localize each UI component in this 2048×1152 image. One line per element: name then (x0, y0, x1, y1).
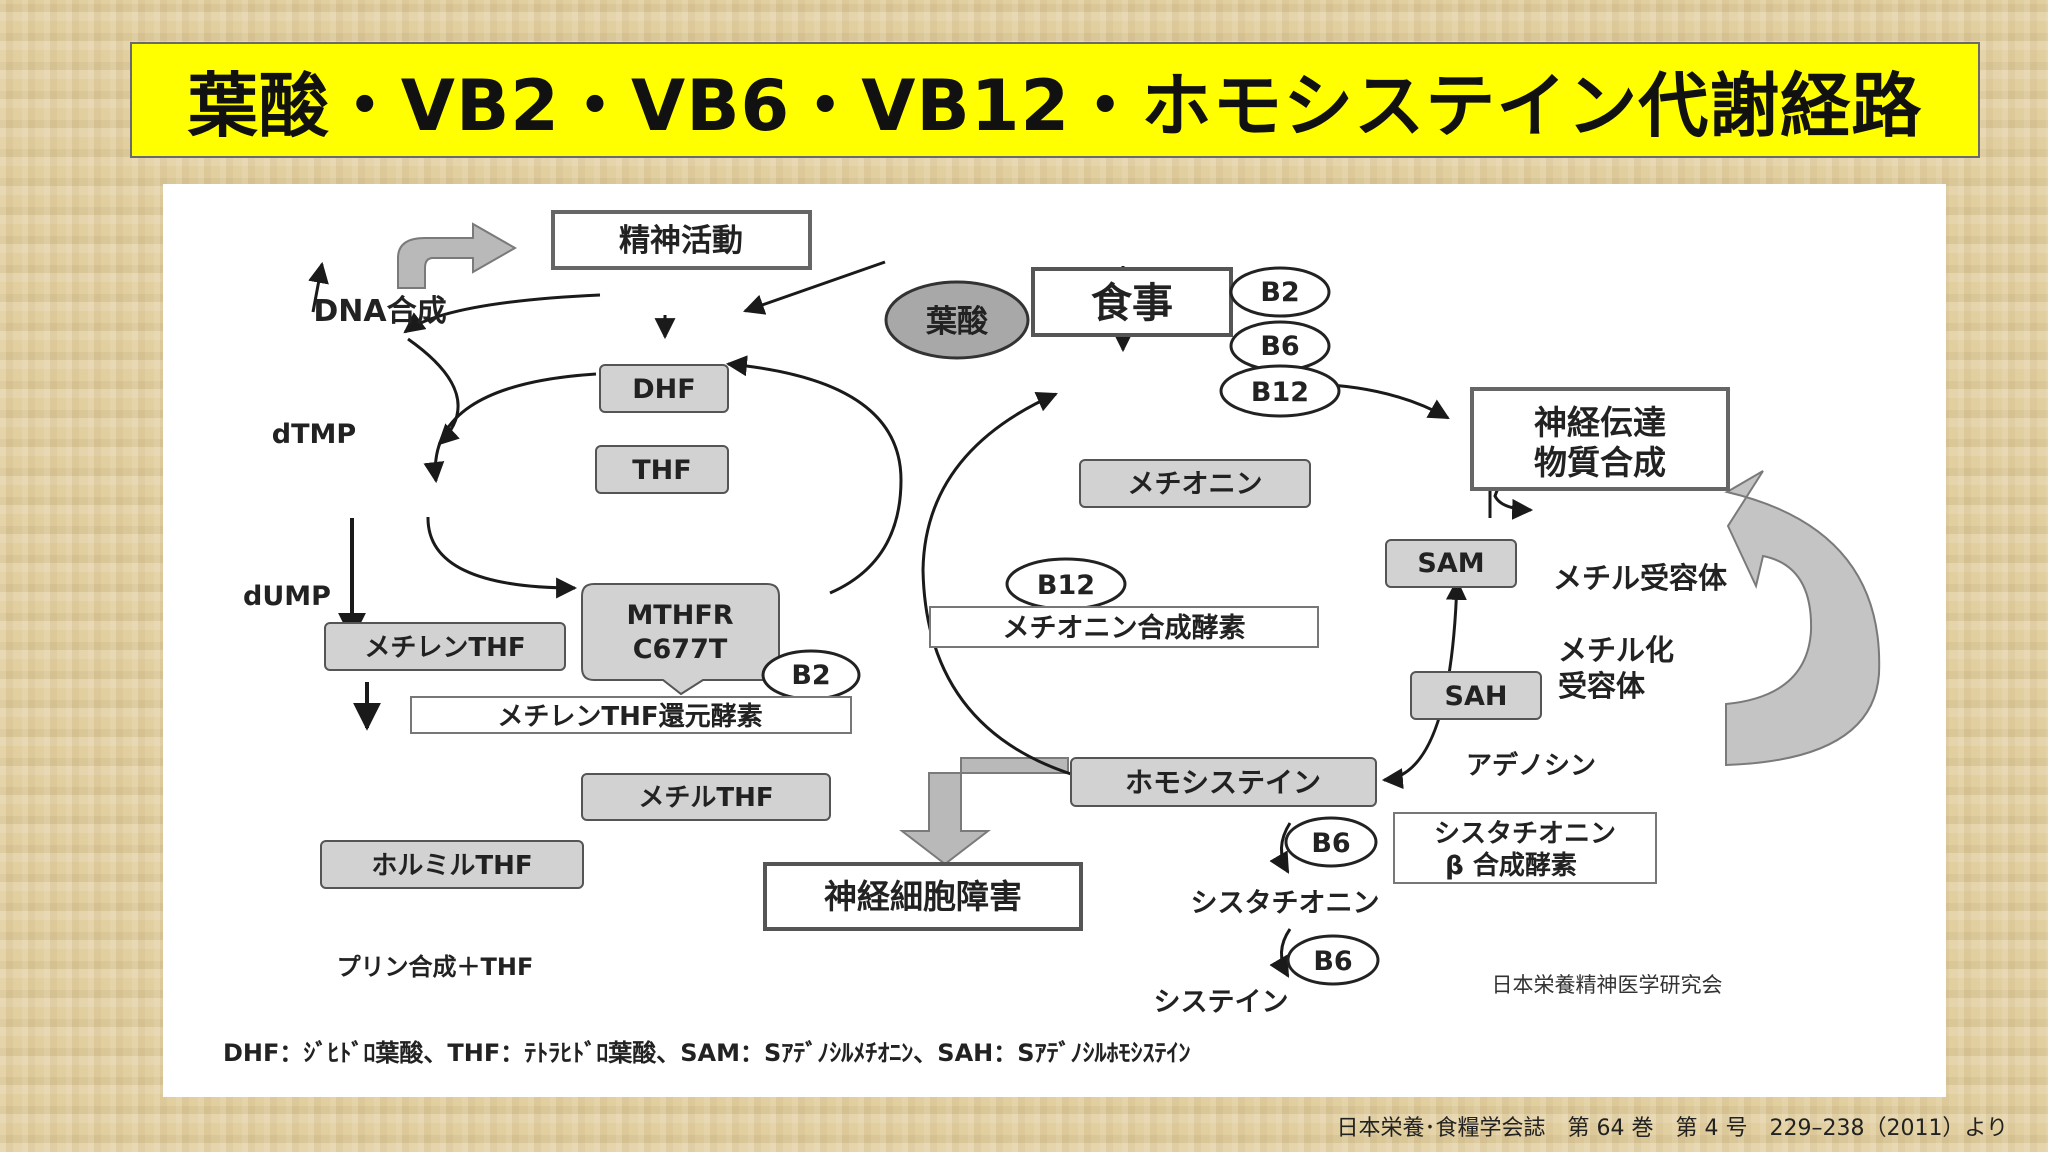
dna-synthesis-label: DNA合成 (313, 294, 446, 329)
page-title: 葉酸・VB2・VB6・VB12・ホモシステイン代謝経路 (187, 64, 1923, 147)
nerve-damage-label: 神経細胞障害 (824, 877, 1022, 916)
diagram-panel: 精神活動 DNA合成 葉酸 食事 B2 B6 B12 DHF THF dTMP … (163, 184, 1946, 1097)
methyl-acceptor-label: メチル受容体 (1553, 561, 1728, 595)
homocysteine-label: ホモシステイン (1125, 766, 1321, 799)
mental-activity-label: 精神活動 (619, 223, 743, 259)
methylene-thf-node (324, 622, 566, 671)
thf-label: THF (632, 455, 691, 486)
sam-label: SAM (1417, 548, 1484, 579)
badge-b2-mthfr-label: B2 (791, 660, 830, 691)
adenosine-label: アデノシン (1466, 750, 1596, 781)
sah-label: SAH (1445, 681, 1508, 712)
thf-node (595, 445, 729, 494)
formyl-thf-node (320, 840, 584, 889)
homocysteine-node (1070, 757, 1377, 807)
big-arrow-to-mental-activity (397, 222, 518, 289)
meal-label: 食事 (1091, 279, 1173, 327)
big-arrow-to-neurotransmitter (1724, 470, 1881, 767)
dhf-node (599, 364, 729, 413)
folate-label: 葉酸 (925, 304, 989, 340)
nerve-damage-box (763, 862, 1083, 931)
badge-b6-cbs-label: B6 (1311, 828, 1350, 859)
mthfr-label: MTHFR (626, 600, 733, 631)
neurotransmitter-box (1470, 387, 1730, 491)
formyl-thf-label: ホルミルTHF (371, 851, 532, 881)
cystathionine-label: シスタチオニン (1191, 888, 1380, 919)
methyl-thf-node (581, 773, 831, 821)
dhf-label: DHF (632, 374, 695, 405)
arrow-sah-homocysteine (1381, 578, 1467, 790)
abbreviation-footnote: DHF：ｼﾞﾋﾄﾞﾛ葉酸、THF：ﾃﾄﾗﾋﾄﾞﾛ葉酸、SAM：Sｱﾃﾞﾉｼﾙﾒﾁ… (223, 1039, 1191, 1067)
arrow-homocysteine-to-cystathionine (1269, 822, 1292, 874)
neurotransmitter-label-line1: 神経伝達 (1534, 403, 1666, 442)
methionine-label: メチオニン (1128, 469, 1263, 500)
attribution-text: 日本栄養精神医学研究会 (1492, 973, 1723, 997)
source-citation: 日本栄養･食糧学会誌 第 64 巻 第 4 号 229–238（2011）より (1336, 1116, 2009, 1141)
meal-box (1031, 267, 1233, 337)
purine-synthesis-label: プリン合成＋THF (337, 953, 534, 981)
arrow-methylene-to-methyl (426, 516, 578, 599)
methylated-acceptor-line1: メチル化 (1558, 633, 1674, 667)
dump-label: dUMP (243, 581, 331, 612)
cysteine-label: システイン (1154, 987, 1289, 1018)
title-banner: 葉酸・VB2・VB6・VB12・ホモシステイン代謝経路 (130, 42, 1980, 158)
mthfr-enzyme-box (410, 696, 852, 734)
mental-activity-box (551, 210, 812, 270)
sah-node (1410, 671, 1542, 720)
badge-b12-meal (1219, 364, 1341, 418)
folate-node (884, 280, 1030, 360)
arrow-thf-to-methylene (423, 372, 597, 484)
methyl-thf-label: メチルTHF (638, 783, 773, 813)
badge-b6-cbs (1284, 816, 1378, 868)
methionine-synthase-box (929, 606, 1319, 648)
methionine-synthase-label: メチオニン合成酵素 (1003, 612, 1246, 644)
badge-b2-meal (1229, 266, 1331, 318)
methylene-thf-label: メチレンTHF (364, 633, 525, 663)
big-arrow-to-nerve-damage (899, 757, 1069, 866)
badge-b6-cysteine (1286, 934, 1380, 986)
methionine-node (1079, 459, 1311, 508)
badge-b12-synthase-label: B12 (1037, 570, 1095, 601)
arrow-dtmp-to-dna (308, 261, 329, 313)
arrow-cystathionine-to-cysteine (1269, 928, 1292, 978)
arrow-dhf-to-dtmp (403, 293, 601, 334)
pathway-diagram: 精神活動 DNA合成 葉酸 食事 B2 B6 B12 DHF THF dTMP … (223, 210, 1881, 1067)
badge-b12-meal-label: B12 (1251, 377, 1309, 408)
mthfr-variant-label: C677T (633, 634, 728, 665)
badge-b6-cysteine-label: B6 (1313, 946, 1352, 977)
arrow-dtmp-to-dump-to-thf (407, 337, 460, 446)
badge-b6-meal-label: B6 (1260, 331, 1299, 362)
cbs-enzyme-label-line2: β 合成酵素 (1445, 850, 1577, 881)
neurotransmitter-label-line2: 物質合成 (1534, 443, 1666, 482)
dtmp-label: dTMP (272, 419, 356, 450)
cbs-enzyme-label-line1: シスタチオニン (1434, 819, 1616, 849)
mthfr-enzyme-label: メチレンTHF還元酵素 (497, 702, 762, 732)
arrow-homocysteine-to-methionine (921, 392, 1072, 776)
sam-node (1385, 539, 1517, 588)
methylated-acceptor-line2: 受容体 (1558, 669, 1646, 703)
arrow-methyl-to-thf (725, 355, 903, 595)
badge-b2-meal-label: B2 (1260, 277, 1299, 308)
cbs-enzyme-box (1393, 812, 1657, 884)
arrow-folate-to-dhf (743, 260, 886, 315)
